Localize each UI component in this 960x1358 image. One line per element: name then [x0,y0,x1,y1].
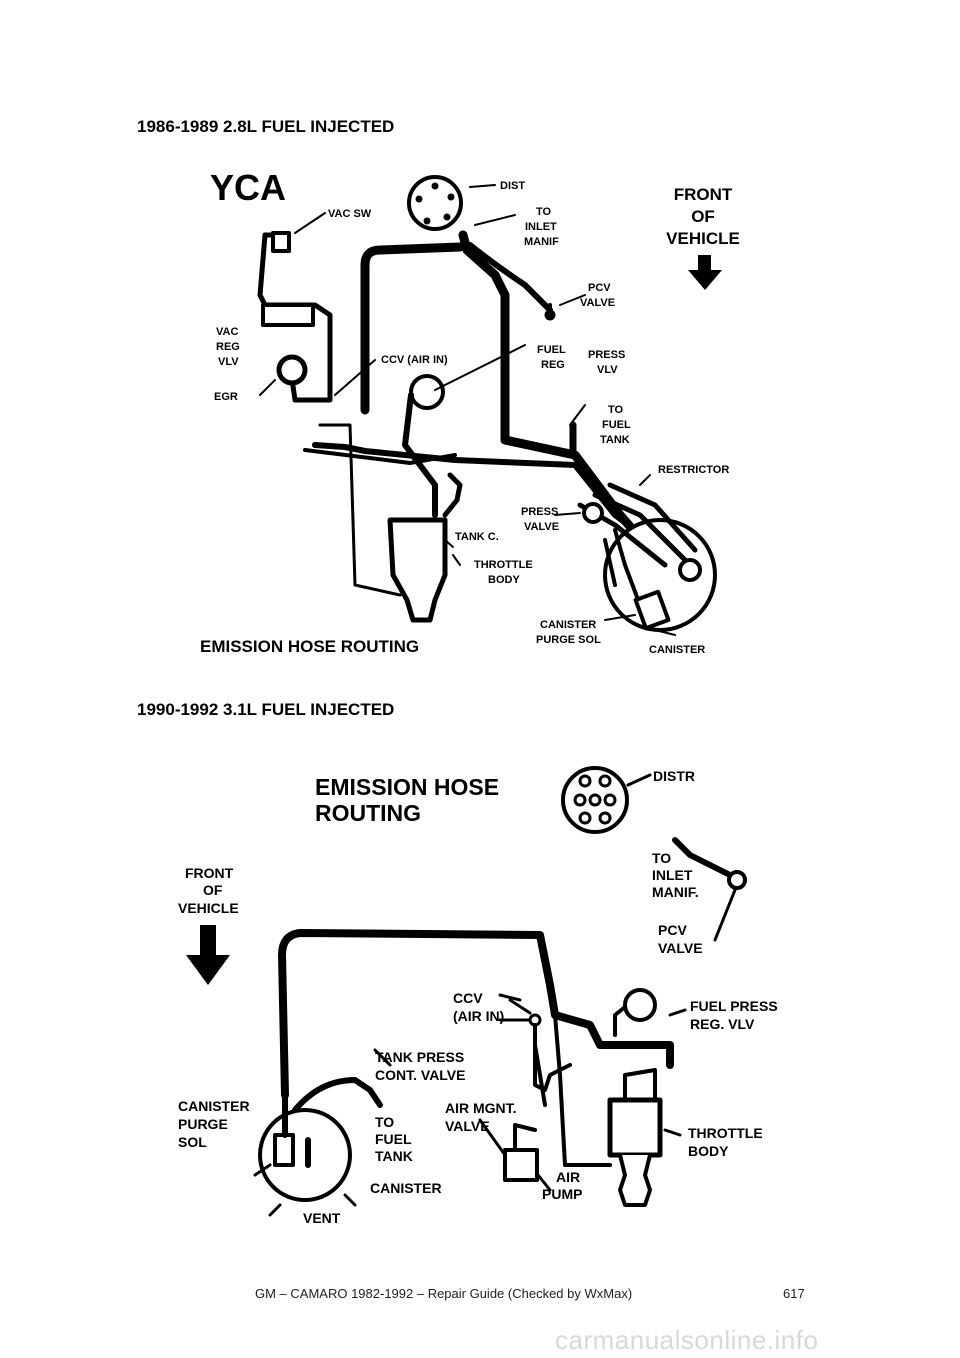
label2-inlet-2: INLET [652,867,693,883]
label2-throttle-2: BODY [688,1143,729,1159]
page-number: 617 [783,1286,805,1301]
label2-pcv-2: VALVE [658,940,703,956]
label-to-inlet-2: INLET [525,221,557,233]
label-to-inlet-3: MANIF [524,236,559,248]
label2-inlet-1: TO [652,850,671,866]
label2-to-fuel-3: TANK [375,1148,413,1164]
label-pcv-1: PCV [588,282,611,294]
diagram2-title-2: ROUTING [315,800,421,826]
label2-air-pump-2: PUMP [542,1186,582,1202]
label-press-valve-2: VALVE [524,521,559,533]
diagram2-title-1: EMISSION HOSE [315,774,499,800]
label2-throttle-1: THROTTLE [688,1125,763,1141]
front-label-1: FRONT [674,185,733,204]
label-canister-purge-1: CANISTER [540,619,596,631]
label2-front-3: VEHICLE [178,900,239,916]
label2-fuel-press-2: REG. VLV [690,1016,755,1032]
label-press-valve-1: PRESS [521,506,558,518]
label2-canister-purge-3: SOL [178,1134,207,1150]
label-press-vlv-2: VLV [597,364,618,376]
label-to-fuel-3: TANK [600,434,630,446]
label2-air-mgnt-2: VALVE [445,1118,490,1134]
label2-inlet-3: MANIF. [652,884,699,900]
label2-canister-purge-2: PURGE [178,1116,228,1132]
label2-front-2: OF [203,882,223,898]
label-to-fuel-1: TO [608,404,624,416]
label2-tank-press-1: TANK PRESS [375,1049,464,1065]
label2-distr: DISTR [653,768,695,784]
label2-air-mgnt-1: AIR MGNT. [445,1100,517,1116]
label-ccv: CCV (AIR IN) [381,354,448,366]
label-canister-purge-2: PURGE SOL [536,634,601,646]
diagram-title: EMISSION HOSE ROUTING [200,637,419,656]
front-label-2: OF [691,207,715,226]
label-vac-reg-3: VLV [218,356,239,368]
label-vac-sw: VAC SW [328,208,372,220]
label2-air-pump-1: AIR [556,1169,580,1185]
label-vac-reg-1: VAC [216,326,238,338]
label-egr: EGR [214,391,238,403]
label-pcv-2: VALVE [580,297,615,309]
label2-to-fuel-1: TO [375,1114,394,1130]
label2-pcv-1: PCV [658,922,687,938]
label-throttle-1: THROTTLE [474,559,533,571]
label2-ccv-2: (AIR IN) [453,1008,504,1024]
label-press-vlv-1: PRESS [588,349,625,361]
label-fuel-reg-1: FUEL [537,344,566,356]
label2-canister-purge-1: CANISTER [178,1098,250,1114]
diagram-code: YCA [210,167,286,208]
footer-text: GM – CAMARO 1982-1992 – Repair Guide (Ch… [255,1286,633,1301]
label-dist: DIST [500,180,525,192]
label-to-inlet-1: TO [536,206,552,218]
label-canister: CANISTER [649,644,705,656]
label2-to-fuel-2: FUEL [375,1131,412,1147]
section-2-heading: 1990-1992 3.1L FUEL INJECTED [137,700,395,719]
label-vac-reg-2: REG [216,341,240,353]
label2-fuel-press-1: FUEL PRESS [690,998,778,1014]
label2-ccv-1: CCV [453,990,483,1006]
label-tank-c: TANK C. [455,531,499,543]
emission-hose-diagram-3-1l: EMISSION HOSE ROUTING DISTR TO INLET MAN… [170,745,820,1240]
label-fuel-reg-2: REG [541,359,565,371]
label-throttle-2: BODY [488,574,520,586]
label-to-fuel-2: FUEL [602,419,631,431]
watermark: carmanualsonline.info [555,1325,819,1355]
label2-front-1: FRONT [185,865,234,881]
emission-hose-diagram-2-8l: YCA DIST TO INLET MANIF VAC SW PCV VALVE… [195,155,770,675]
section-1-heading: 1986-1989 2.8L FUEL INJECTED [137,117,395,136]
label2-vent: VENT [303,1210,341,1226]
label-restrictor: RESTRICTOR [658,464,729,476]
front-label-3: VEHICLE [666,229,740,248]
label2-canister: CANISTER [370,1180,442,1196]
label2-tank-press-2: CONT. VALVE [375,1067,466,1083]
